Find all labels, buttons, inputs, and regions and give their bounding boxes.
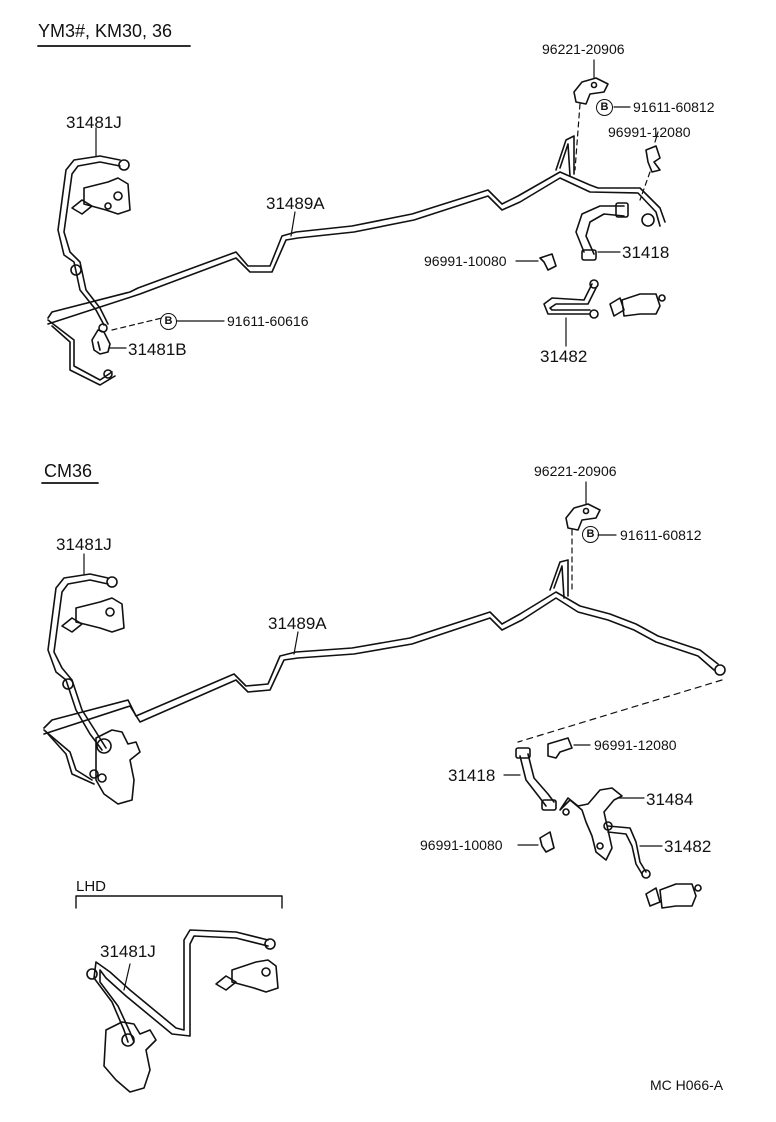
clip-96991-10080-middle — [539, 831, 555, 853]
label-31489A-top: 31489A — [266, 194, 325, 213]
slave-cylinder-top — [609, 293, 666, 317]
label-31482-middle: 31482 — [664, 837, 712, 856]
label-31481J-lhd: 31481J — [100, 942, 156, 961]
label-96221-20906-top: 96221-20906 — [542, 41, 625, 57]
hose-31418-top — [575, 202, 655, 261]
label-96991-12080-middle: 96991-12080 — [594, 737, 677, 753]
label-31489A-middle: 31489A — [268, 614, 327, 633]
bolt-marker-middle: B — [582, 526, 599, 543]
clamp-v-middle-inner — [553, 565, 565, 599]
tube-31482-middle — [603, 821, 651, 879]
bracket-96221-20906-top — [573, 77, 609, 105]
pedal-assembly-lhd — [103, 1021, 157, 1093]
middle-assembly — [41, 481, 726, 909]
bracket-31484 — [559, 787, 623, 861]
clip-96991-10080-top — [539, 253, 557, 271]
label-91611-60812-top: 91611-60812 — [633, 99, 715, 115]
tube-31489A-middle — [43, 591, 726, 785]
lhd-assembly — [75, 895, 283, 1093]
clamp-v-middle — [549, 559, 569, 597]
lhd-section-title: LHD — [76, 878, 107, 895]
leader-dashed-clip-top — [639, 171, 651, 201]
tube-31481J-top — [57, 155, 131, 326]
leader-dashed-bolt-top — [111, 317, 163, 331]
bolt-marker-top-right: B — [596, 99, 613, 116]
bracket-31481B-top — [91, 323, 111, 355]
tube-31482-top — [543, 279, 599, 319]
leader-96991-12080-top — [654, 131, 659, 143]
label-31481J-middle: 31481J — [56, 535, 112, 554]
fitting-top-left — [103, 369, 113, 379]
bracket-96221-20906-middle — [565, 503, 601, 531]
clamp-v-top — [555, 135, 575, 175]
clip-96991-12080-middle — [547, 737, 573, 759]
hose-31418-middle — [515, 747, 557, 811]
top-section-title: YM3#, KM30, 36 — [38, 21, 173, 41]
bolt-marker-top-left: B — [160, 313, 177, 330]
label-96991-12080-top: 96991-12080 — [608, 124, 691, 140]
label-96991-10080-top: 96991-10080 — [424, 253, 507, 269]
tube-31489A-top — [47, 171, 666, 386]
label-91611-60616: 91611-60616 — [227, 313, 309, 329]
label-96991-10080-middle: 96991-10080 — [420, 837, 503, 853]
label-91611-60812-middle: 91611-60812 — [620, 527, 702, 543]
lhd-bracket-line — [75, 895, 283, 909]
label-31481J-top: 31481J — [66, 113, 122, 132]
tube-31481J-lhd — [86, 929, 279, 1043]
tube-31481J-middle — [47, 573, 125, 751]
clamp-v-top-inner — [559, 143, 571, 177]
leader-dashed-bracket-top — [574, 103, 581, 171]
label-31418-middle: 31418 — [448, 766, 496, 785]
middle-section-title: CM36 — [44, 461, 93, 481]
leader-dashed-hose-middle — [517, 679, 723, 743]
slave-cylinder-middle — [645, 883, 702, 909]
label-96221-20906-middle: 96221-20906 — [534, 463, 617, 479]
leader-31489A-middle — [293, 631, 299, 655]
label-31482-top: 31482 — [540, 347, 588, 366]
label-31418-top: 31418 — [622, 243, 670, 262]
leader-31489A-top — [290, 211, 296, 237]
top-assembly — [37, 45, 666, 386]
clip-96991-12080-top — [645, 145, 661, 173]
diagram-code: MC H066-A — [650, 1077, 724, 1093]
leader-31481J-lhd — [123, 963, 131, 991]
label-31484: 31484 — [646, 790, 694, 809]
label-31481B: 31481B — [128, 340, 187, 359]
pedal-assembly-middle — [89, 729, 141, 805]
